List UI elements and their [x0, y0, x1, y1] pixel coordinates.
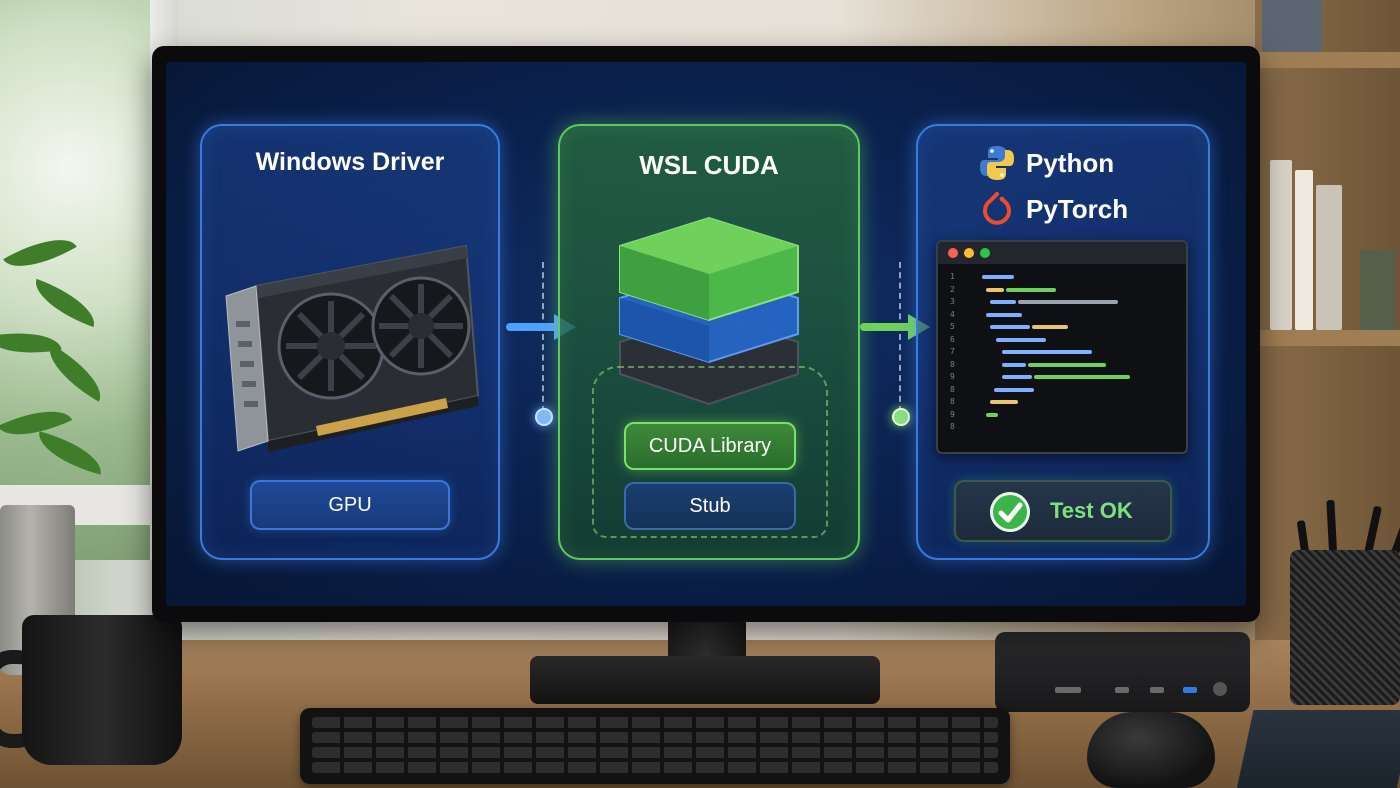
notebook — [1236, 710, 1400, 788]
key-row — [312, 762, 998, 773]
book — [1262, 0, 1322, 52]
code-line: 7 — [946, 347, 1178, 360]
code-lines: 1 2 3 4 5 6 7 8 9 8 8 9 8 — [946, 272, 1178, 435]
line-number: 2 — [950, 284, 955, 294]
port — [1115, 687, 1129, 693]
port — [1055, 687, 1081, 693]
line-number: 8 — [950, 397, 955, 406]
book — [1316, 185, 1342, 330]
coffee-mug — [22, 615, 182, 765]
background-window — [0, 0, 175, 560]
panel-title: Windows Driver — [255, 148, 445, 176]
key-row — [312, 747, 998, 758]
panel-python-pytorch: Python PyTorch 1 — [916, 124, 1210, 560]
connector-dot — [892, 408, 910, 426]
shelf-board — [1255, 52, 1400, 68]
code-line: 5 — [946, 322, 1178, 335]
code-line: 8 — [946, 422, 1178, 435]
gpu-card-icon — [225, 244, 480, 452]
close-dot-icon — [948, 248, 958, 258]
connector-line — [542, 262, 544, 412]
pytorch-label: PyTorch — [1026, 194, 1129, 224]
python-label: Python — [1026, 148, 1115, 178]
cuda-library-label: CUDA Library — [624, 422, 796, 470]
line-number: 8 — [950, 422, 955, 431]
line-number: 1 — [950, 272, 955, 281]
code-line: 8 — [946, 360, 1178, 373]
line-number: 5 — [950, 322, 955, 331]
line-number: 9 — [950, 372, 955, 381]
test-ok-status: Test OK — [954, 480, 1172, 542]
python-logo-icon — [980, 146, 1014, 180]
shelf-board — [1255, 330, 1400, 346]
code-line: 8 — [946, 385, 1178, 398]
book — [1360, 250, 1395, 330]
code-line: 4 — [946, 310, 1178, 323]
connector-line — [899, 262, 901, 412]
code-line: 3 — [946, 297, 1178, 310]
mini-pc — [995, 632, 1250, 712]
editor-title-bar — [938, 242, 1186, 264]
line-number: 4 — [950, 309, 955, 319]
panel-wsl-cuda: WSL CUDA CUDA Library Stub — [558, 124, 860, 560]
gpu-label: GPU — [250, 480, 450, 530]
stub-label: Stub — [624, 482, 796, 530]
monitor: Windows Driver — [152, 46, 1260, 622]
key-row — [312, 732, 998, 743]
panel-title: WSL CUDA — [639, 150, 779, 180]
monitor-stand-base — [530, 656, 880, 704]
key-row — [312, 717, 998, 728]
line-number: 8 — [950, 384, 955, 394]
port — [1150, 687, 1164, 693]
pytorch-logo-icon — [983, 192, 1011, 225]
book — [1270, 160, 1292, 330]
code-line: 1 — [946, 272, 1178, 285]
connector-dot — [535, 408, 553, 426]
cuda-library-group — [592, 366, 828, 538]
cuda-stack-icon — [619, 216, 799, 406]
monitor-screen: Windows Driver — [166, 62, 1246, 606]
checkmark-icon — [990, 492, 1030, 532]
code-editor-window: 1 2 3 4 5 6 7 8 9 8 8 9 8 — [936, 240, 1188, 454]
code-line: 9 — [946, 372, 1178, 385]
checkmark-glyph — [998, 502, 1023, 523]
computer-mouse — [1087, 712, 1215, 788]
line-number: 7 — [950, 347, 955, 356]
power-button — [1213, 682, 1227, 696]
line-number: 8 — [950, 359, 955, 369]
minimize-dot-icon — [964, 248, 974, 258]
code-line: 6 — [946, 335, 1178, 348]
line-number: 9 — [950, 409, 955, 419]
test-ok-label: Test OK — [1050, 498, 1133, 523]
maximize-dot-icon — [980, 248, 990, 258]
line-number: 6 — [950, 334, 955, 344]
book — [1295, 170, 1313, 330]
line-number: 3 — [950, 297, 955, 306]
code-line: 8 — [946, 397, 1178, 410]
pen-cup — [1290, 550, 1400, 705]
keyboard — [300, 708, 1010, 784]
code-line: 2 — [946, 285, 1178, 298]
port — [1183, 687, 1197, 693]
panel-windows-driver: Windows Driver — [200, 124, 500, 560]
code-line: 9 — [946, 410, 1178, 423]
